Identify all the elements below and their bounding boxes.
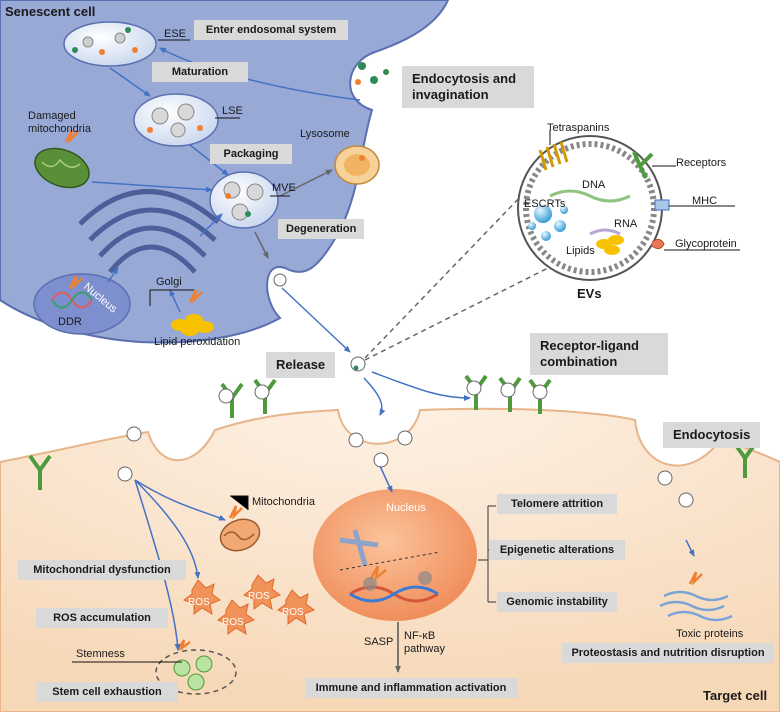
step-packaging: Packaging [210,144,292,164]
label-ros: ROS [282,607,304,618]
label-lse: LSE [222,105,243,117]
outcome-genomic: Genomic instability [497,592,617,612]
label-sasp: SASP [364,636,394,648]
label-receptors: Receptors [676,157,727,169]
label-damaged-mitochondria: Damaged mitochondria [28,110,91,135]
outcome-stem-exhaustion: Stem cell exhaustion [36,682,178,702]
label-tetraspanins: Tetraspanins [547,122,610,134]
step-endocytosis: Endocytosis [663,422,761,448]
label-mhc: MHC [692,195,718,207]
step-receptor-ligand: Receptor-ligand combination [530,333,668,375]
step-maturation: Maturation [152,62,248,82]
outcome-ros-accumulation: ROS accumulation [36,608,168,628]
step-endocytosis-invagination: Endocytosis and invagination [402,66,534,108]
label-golgi: Golgi [156,276,182,288]
label-rna: RNA [614,218,638,230]
label-lysosome: Lysosome [300,128,350,140]
senescent-cell-title: Senescent cell [5,4,96,19]
outcome-proteostasis: Proteostasis and nutrition disruption [562,643,774,663]
evs-title: EVs [577,286,602,301]
label-escrts: ESCRTs [524,198,566,210]
step-degeneration: Degeneration [278,219,364,239]
step-release: Release [266,352,336,378]
label-ros: ROS [222,617,244,628]
label-toxic-proteins: Toxic proteins [676,628,744,640]
label-lipids: Lipids [566,245,595,257]
label-ros: ROS [188,597,210,608]
label-dna: DNA [582,179,606,191]
label-glycoprotein: Glycoprotein [675,238,737,250]
step-enter-endosomal: Enter endosomal system [194,20,348,40]
outcome-epigenetic: Epigenetic alterations [489,540,625,560]
label-nucleus-target: Nucleus [386,502,426,514]
label-ros: ROS [248,591,270,602]
label-stemness: Stemness [76,648,125,660]
outcome-telomere: Telomere attrition [497,494,617,514]
target-cell-title: Target cell [703,688,768,703]
label-ddr: DDR [58,316,82,328]
label-nfkb: NF-κB pathway [404,630,445,655]
outcome-immune: Immune and inflammation activation [305,678,517,698]
label-lipid-peroxidation: Lipid peroxidation [154,336,241,348]
outcome-mito-dysfunction: Mitochondrial dysfunction [18,560,186,580]
label-mve: MVE [272,182,296,194]
label-mitochondria: Mitochondria [252,496,315,508]
label-ese: ESE [164,28,187,40]
